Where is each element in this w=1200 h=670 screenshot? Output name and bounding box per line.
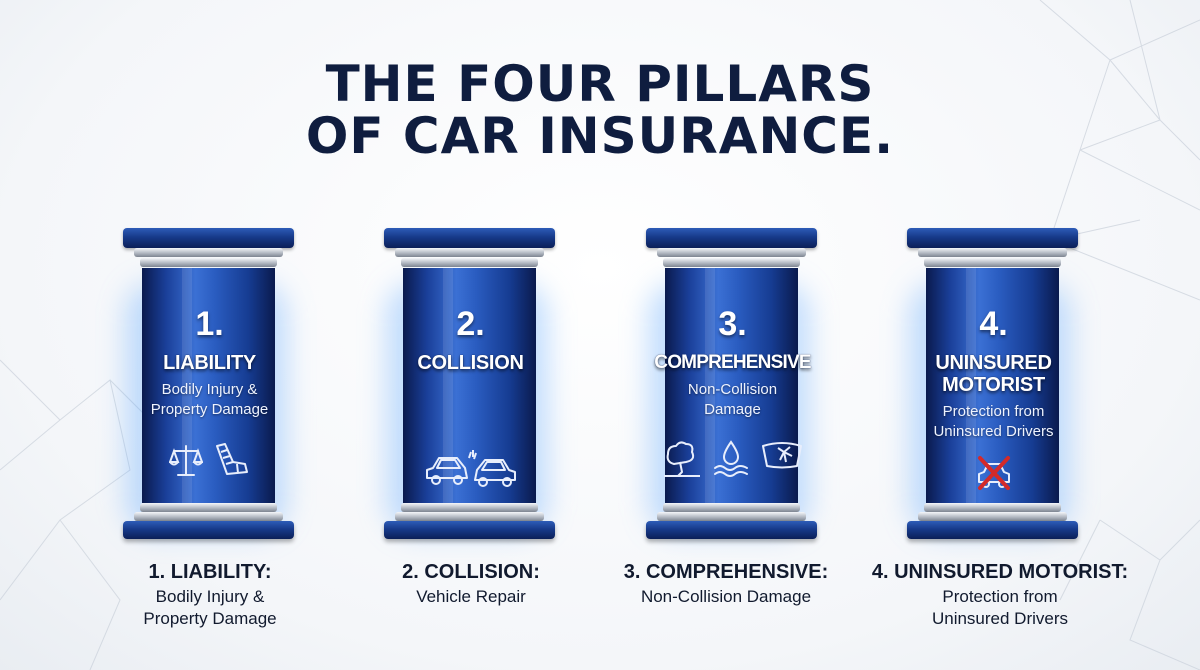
pillar-ring	[657, 512, 806, 521]
pillar-capital	[123, 228, 294, 248]
pillar-ring	[395, 512, 544, 521]
caption-description: Bodily Injury & Property Damage	[60, 586, 360, 630]
pillar-liability: 1. LIABILITY Bodily Injury & Property Da…	[122, 228, 297, 540]
pillar-number: 3.	[718, 305, 747, 343]
pillar-ring	[657, 248, 806, 257]
pillar-name: COLLISION	[417, 352, 524, 374]
caption-liability: 1. LIABILITY: Bodily Injury & Property D…	[60, 560, 360, 630]
caption-title: 2. COLLISION:	[402, 561, 540, 583]
car-crash-icon	[425, 450, 516, 487]
pillar-ring	[924, 258, 1061, 267]
pillar-name: UNINSURED MOTORIST	[935, 352, 1052, 396]
pillar-ring	[918, 512, 1067, 521]
pillar-number: 4.	[979, 305, 1008, 343]
pillar-capital	[646, 228, 817, 248]
pillar-number: 1.	[195, 305, 224, 343]
caption-collision: 2. COLLISION: Vehicle Repair	[321, 560, 621, 608]
caption-description-line: Property Damage	[143, 609, 277, 628]
caption-description: Vehicle Repair	[321, 586, 621, 608]
pillar-ring	[663, 503, 800, 512]
pillar-ring	[140, 258, 277, 267]
broken-windshield-icon	[761, 442, 802, 469]
flood-icon	[713, 440, 748, 477]
title-line-1: THE FOUR PILLARS	[325, 55, 875, 113]
pillar-ring	[918, 248, 1067, 257]
injured-arm-icon	[215, 443, 248, 475]
caption-description-line: Vehicle Repair	[416, 587, 526, 606]
pillar-ring	[140, 503, 277, 512]
title-line-2: OF CAR INSURANCE.	[305, 107, 895, 165]
caption-description-line: Protection from	[942, 587, 1058, 606]
page-title: THE FOUR PILLARS OF CAR INSURANCE.	[0, 58, 1200, 162]
pillar-shaft	[142, 268, 275, 503]
pillar-ring	[663, 258, 800, 267]
pillar-ring	[134, 512, 283, 521]
pillar-description: Non-Collision Damage	[687, 381, 778, 418]
pillar-base	[907, 521, 1078, 539]
pillar-capital	[384, 228, 555, 248]
pillar-comprehensive: 3. COMPREHENSIVE Non-Collision Damage	[645, 228, 820, 540]
pillar-ring	[401, 503, 538, 512]
pillar-uninsured-motorist: 4. UNINSURED MOTORIST Protection from Un…	[906, 228, 1081, 540]
pillar-ring	[395, 248, 544, 257]
pillar-description: Protection from Uninsured Drivers	[933, 403, 1054, 440]
caption-title: 3. COMPREHENSIVE:	[623, 561, 829, 583]
caption-description-line: Bodily Injury &	[155, 587, 265, 606]
pillar-collision: 2. COLLISION	[383, 228, 558, 540]
pillar-base	[646, 521, 817, 539]
pillar-description: Bodily Injury & Property Damage	[150, 381, 269, 418]
caption-description: Protection from Uninsured Drivers	[850, 586, 1150, 630]
caption-title: 1. LIABILITY:	[148, 561, 272, 583]
caption-title: 4. UNINSURED MOTORIST:	[871, 561, 1129, 583]
scales-icon	[168, 445, 203, 476]
pillar-name: COMPREHENSIVE	[654, 352, 811, 373]
pillar-number: 2.	[456, 305, 485, 343]
caption-description: Non-Collision Damage	[576, 586, 876, 608]
pillar-ring	[134, 248, 283, 257]
caption-description-line: Non-Collision Damage	[640, 587, 812, 606]
pillar-capital	[907, 228, 1078, 248]
pillar-shaft	[403, 268, 536, 503]
pillar-base	[123, 521, 294, 539]
crossed-out-car-icon	[977, 456, 1010, 490]
pillar-ring	[401, 258, 538, 267]
caption-description-line: Uninsured Drivers	[931, 609, 1069, 628]
pillar-name: LIABILITY	[163, 352, 256, 374]
caption-uninsured-motorist: 4. UNINSURED MOTORIST: Protection from U…	[850, 560, 1150, 630]
caption-comprehensive: 3. COMPREHENSIVE: Non-Collision Damage	[576, 560, 876, 608]
pillar-base	[384, 521, 555, 539]
fallen-tree-icon	[663, 441, 700, 477]
pillar-ring	[924, 503, 1061, 512]
